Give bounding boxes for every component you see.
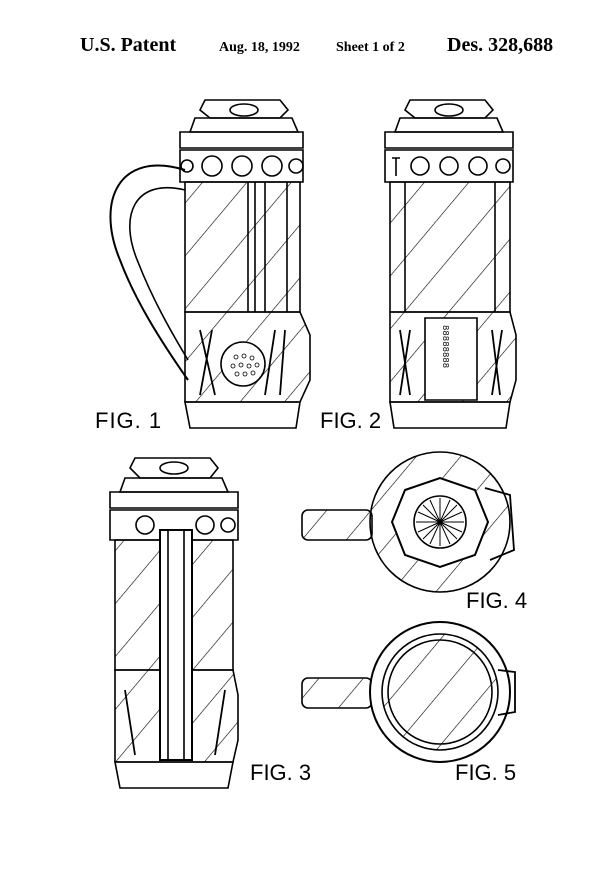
patent-office-label: U.S. Patent: [80, 34, 177, 56]
sheet-number: Sheet 1 of 2: [336, 40, 405, 55]
fig1-label: FIG. 1: [95, 408, 162, 433]
fig3-label: FIG. 3: [250, 760, 311, 785]
scorecard-digits: 88888888: [440, 325, 450, 368]
fig4-mug-top-view: [302, 452, 514, 592]
fig2-label: FIG. 2: [320, 408, 381, 433]
fig3-mug-rear-view: [110, 458, 238, 788]
fig1-mug-side-view: [110, 100, 310, 428]
fig4-label: FIG. 4: [466, 588, 527, 613]
design-patent-number: Des. 328,688: [447, 34, 554, 56]
fig5-label: FIG. 5: [455, 760, 516, 785]
patent-date: Aug. 18, 1992: [219, 40, 300, 55]
fig2-mug-front-view: 88888888: [385, 100, 516, 428]
fig5-mug-top-view-open: [302, 622, 515, 762]
